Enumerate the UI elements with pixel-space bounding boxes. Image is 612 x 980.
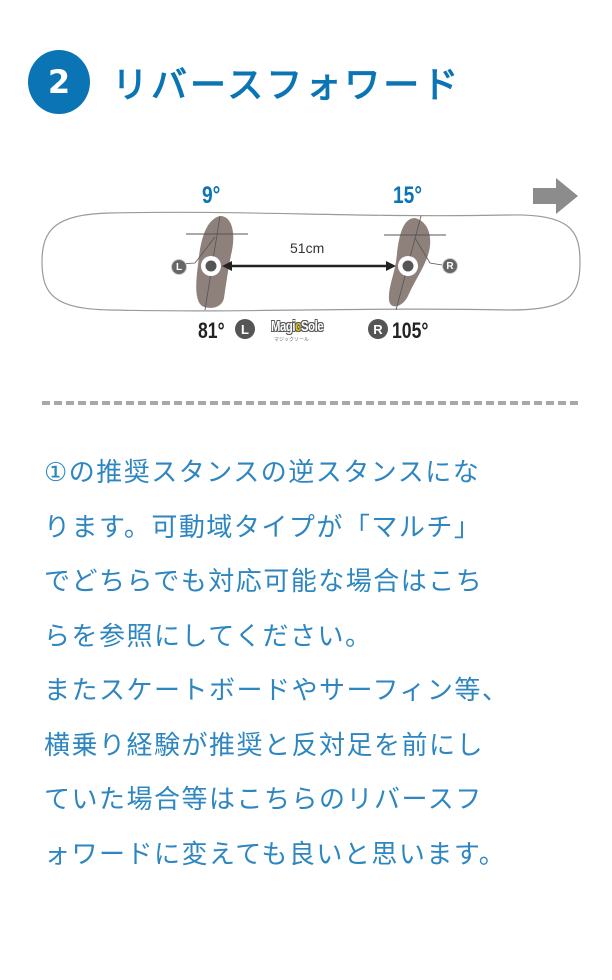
stance-diagram: 9° 15° 51cm L R 81° L MagicSole マジックソール … [0, 170, 612, 350]
magicsole-logo: MagicSole [271, 318, 324, 335]
right-foot-marker-icon: R [442, 258, 458, 274]
arrow-right-icon [533, 178, 578, 214]
description-text: ①の推奨スタンスの逆スタンスにな ります。可動域タイプが「マルチ」 でどちらでも… [44, 446, 584, 882]
description-line: でどちらでも対応可能な場合はこち [44, 567, 484, 597]
logo-highlight: c [295, 318, 302, 335]
section-header: 2 リバースフォワード [28, 50, 461, 114]
left-foot-bottom-angle: 81° [198, 318, 225, 343]
section-title: リバースフォワード [112, 65, 462, 106]
logo-part1: Magi [271, 318, 296, 335]
description-line: ォワードに変えても良いと思います。 [44, 839, 507, 870]
left-foot-marker-label: L [175, 261, 183, 273]
right-foot-top-angle: 15° [393, 182, 423, 209]
description-line: ります。可動域タイプが「マルチ」 [44, 512, 482, 543]
right-foot-badge-label: R [373, 321, 383, 337]
left-foot-marker-icon: L [171, 259, 187, 275]
left-foot-badge-icon: L [235, 319, 255, 339]
description-line: ていた場合等はこちらのリバースフ [44, 785, 483, 815]
dashed-divider [42, 401, 578, 405]
right-foot-bottom-angle: 105° [392, 318, 429, 343]
logo-part2: Sole [301, 318, 324, 335]
step-number: 2 [47, 63, 71, 101]
description-line: らを参照にしてください。 [44, 621, 373, 652]
left-foot-icon [177, 215, 248, 311]
description-line: 横乗り経験が推奨と反対足を前にし [44, 730, 485, 761]
description-line: またスケートボードやサーフィン等、 [44, 676, 510, 706]
magicsole-logo-subtitle: マジックソール [274, 337, 310, 343]
step-number-badge: 2 [28, 50, 90, 114]
right-foot-icon [384, 215, 446, 311]
left-foot-badge-label: L [241, 321, 249, 337]
stance-width-label: 51cm [290, 240, 325, 256]
left-foot-top-angle: 9° [202, 182, 221, 209]
description-line: ①の推奨スタンスの逆スタンスにな [44, 458, 481, 488]
stance-width-arrow [222, 261, 396, 271]
snowboard-outline [41, 211, 581, 312]
snowboard-illustration [41, 178, 581, 312]
right-foot-marker-label: R [446, 260, 454, 272]
right-foot-badge-icon: R [368, 319, 388, 339]
